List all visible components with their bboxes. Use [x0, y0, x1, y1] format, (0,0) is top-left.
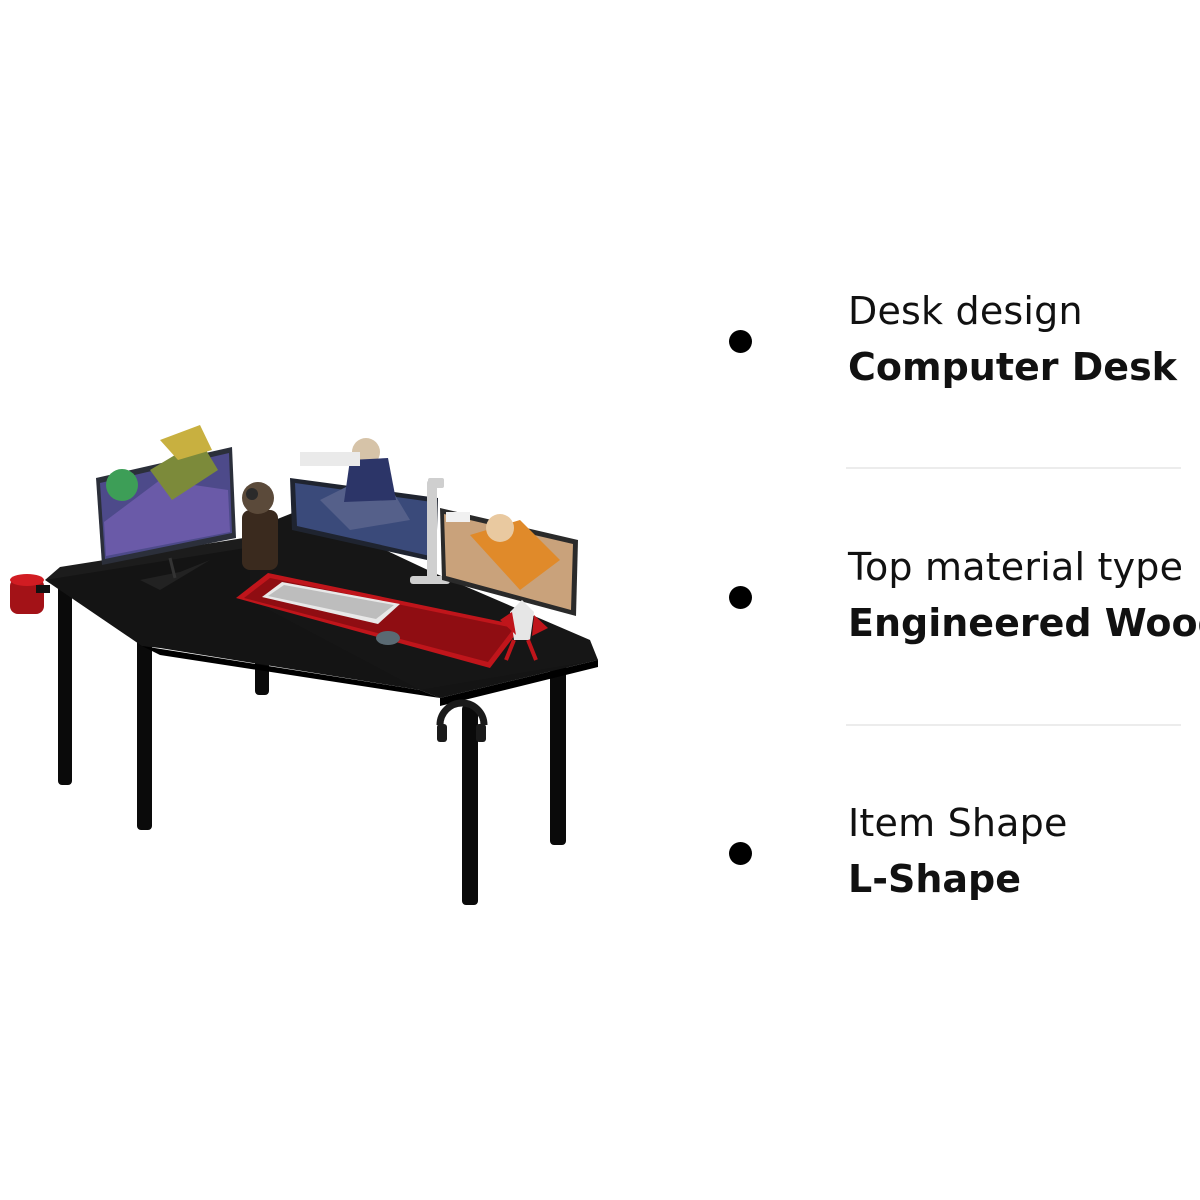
spec-value: Engineered Wood	[848, 601, 1200, 645]
monitor-arm	[410, 478, 450, 584]
headphone-hook	[436, 699, 488, 742]
spec-label: Top material type	[848, 545, 1184, 589]
cup-holder	[10, 574, 50, 614]
bullet-dot-icon	[729, 330, 752, 353]
left-monitor	[96, 425, 236, 590]
mouse	[376, 631, 400, 645]
l-shaped-desk-illustration	[10, 425, 598, 905]
spec-label: Item Shape	[848, 801, 1068, 845]
right-monitor	[440, 508, 578, 616]
divider	[846, 724, 1181, 726]
spec-label: Desk design	[848, 289, 1083, 333]
desk-legs	[58, 585, 566, 905]
spec-value: Computer Desk	[848, 345, 1177, 389]
bullet-dot-icon	[729, 842, 752, 865]
keyboard	[262, 582, 400, 624]
spec-value: L-Shape	[848, 857, 1022, 901]
bullet-dot-icon	[729, 586, 752, 609]
spec-top-material-type: Top material type Engineered Wood	[722, 541, 1200, 661]
robot-figurine	[500, 600, 548, 661]
desk-figurine	[242, 482, 278, 570]
divider	[846, 467, 1181, 469]
spec-desk-design: Desk design Computer Desk	[722, 285, 1200, 405]
center-monitor	[290, 438, 438, 562]
spec-item-shape: Item Shape L-Shape	[722, 797, 1200, 917]
